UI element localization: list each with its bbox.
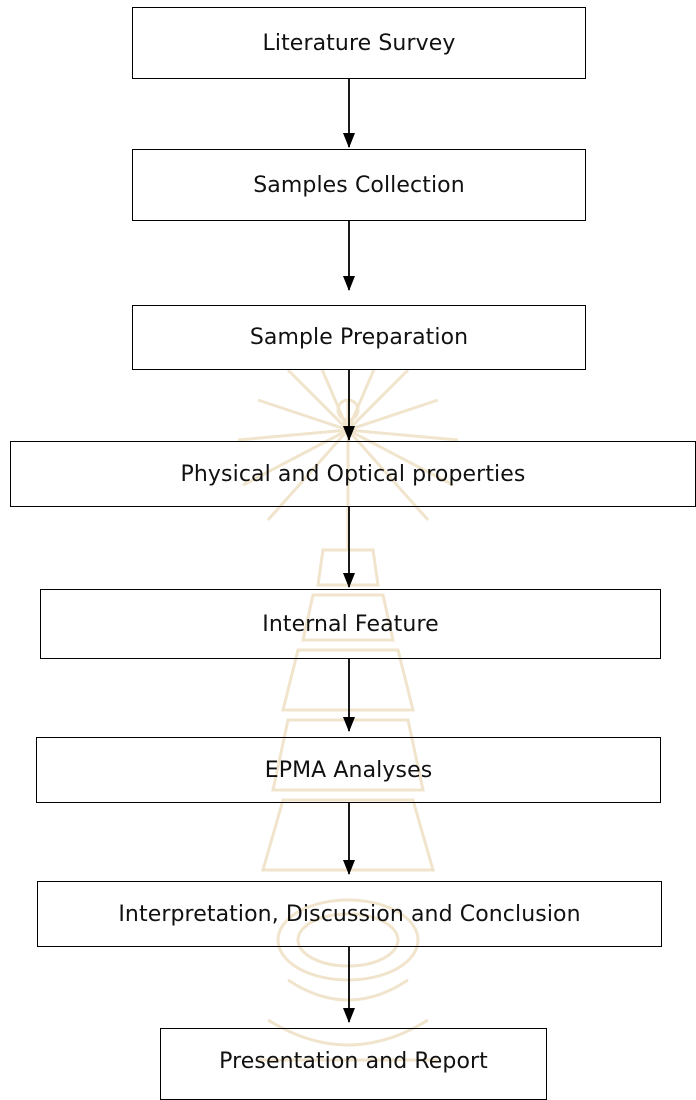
step-label: Presentation and Report xyxy=(219,1049,488,1074)
down-arrow-icon xyxy=(343,133,355,148)
step-internal-feature: Internal Feature xyxy=(40,589,661,659)
step-samples-collection: Samples Collection xyxy=(132,149,586,221)
down-arrow-icon xyxy=(343,860,355,875)
step-label: Sample Preparation xyxy=(249,325,469,350)
step-literature-survey: Literature Survey xyxy=(132,7,586,79)
step-label: Interpretation, Discussion and Conclusio… xyxy=(118,901,581,927)
step-label: Samples Collection xyxy=(253,172,465,198)
step-presentation-report: Presentation and Report xyxy=(160,1028,547,1100)
down-arrow-icon xyxy=(343,1008,355,1023)
down-arrow-icon xyxy=(343,573,355,588)
step-epma-analyses: EPMA Analyses xyxy=(36,737,661,803)
step-label: Literature Survey xyxy=(262,30,456,56)
step-label: Physical and Optical properties xyxy=(180,461,526,487)
down-arrow-icon xyxy=(343,276,355,291)
down-arrow-icon xyxy=(343,426,355,441)
step-sample-preparation: Sample Preparation xyxy=(132,305,586,370)
step-interpretation-discussion-conclusion: Interpretation, Discussion and Conclusio… xyxy=(37,881,662,947)
step-label: EPMA Analyses xyxy=(264,757,433,783)
down-arrow-icon xyxy=(343,717,355,732)
step-label: Internal Feature xyxy=(262,611,439,637)
step-physical-optical-properties: Physical and Optical properties xyxy=(10,441,696,507)
